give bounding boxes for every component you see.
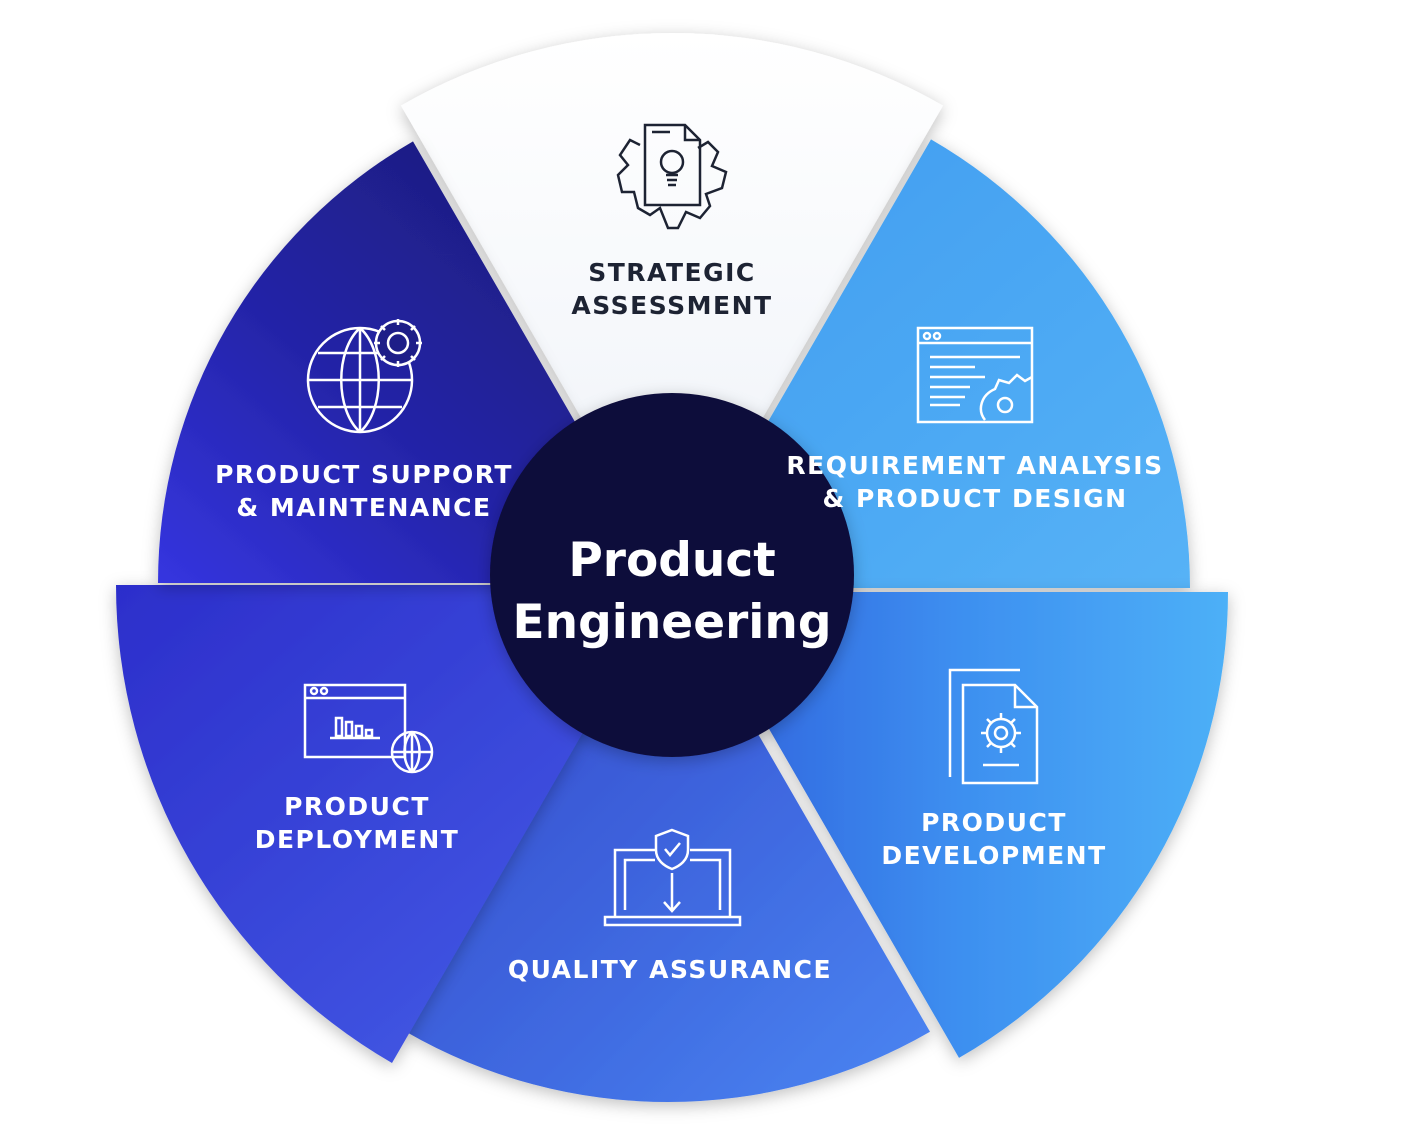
segment-label-line: ASSESSMENT	[571, 291, 773, 320]
segment-label-strategic-assessment: STRATEGIC ASSESSMENT	[571, 256, 772, 322]
browser-chart-globe-icon	[303, 683, 434, 774]
globe-gear-icon	[306, 319, 422, 434]
document-gear-icon	[948, 668, 1039, 785]
center-hub	[490, 393, 854, 757]
segment-label-line: PRODUCT	[921, 808, 1067, 837]
center-title-line2: Engineering	[512, 595, 832, 650]
segment-label-line: REQUIREMENT ANALYSIS	[786, 451, 1164, 480]
segment-label-line: PRODUCT SUPPORT	[215, 460, 513, 489]
segment-wedge-development	[690, 592, 1228, 1058]
center-title-line1: Product	[568, 533, 776, 588]
segment-label-quality-assurance: QUALITY ASSURANCE	[508, 953, 832, 986]
browser-gear-icon	[916, 326, 1034, 424]
segment-label-line: & MAINTENANCE	[236, 493, 492, 522]
segment-label-product-development: PRODUCT DEVELOPMENT	[881, 806, 1106, 872]
segment-label-product-support: PRODUCT SUPPORT & MAINTENANCE	[215, 458, 513, 524]
segment-wedge-strategic	[401, 33, 943, 576]
center-title: Product Engineering	[513, 530, 832, 654]
laptop-shield-icon	[603, 828, 742, 927]
segment-label-requirement-analysis: REQUIREMENT ANALYSIS & PRODUCT DESIGN	[786, 449, 1163, 515]
segment-label-line: QUALITY ASSURANCE	[507, 955, 833, 984]
segment-label-line: DEPLOYMENT	[254, 825, 460, 854]
segment-label-line: PRODUCT	[284, 792, 430, 821]
segment-wedge-qa	[406, 578, 930, 1102]
segment-label-line: & PRODUCT DESIGN	[822, 484, 1128, 513]
segment-label-product-deployment: PRODUCT DEPLOYMENT	[255, 790, 460, 856]
segment-wedge-deployment	[116, 585, 668, 1064]
segment-label-line: DEVELOPMENT	[881, 841, 1107, 870]
gear-document-lightbulb-icon	[616, 123, 728, 230]
segment-label-line: STRATEGIC	[588, 258, 756, 287]
